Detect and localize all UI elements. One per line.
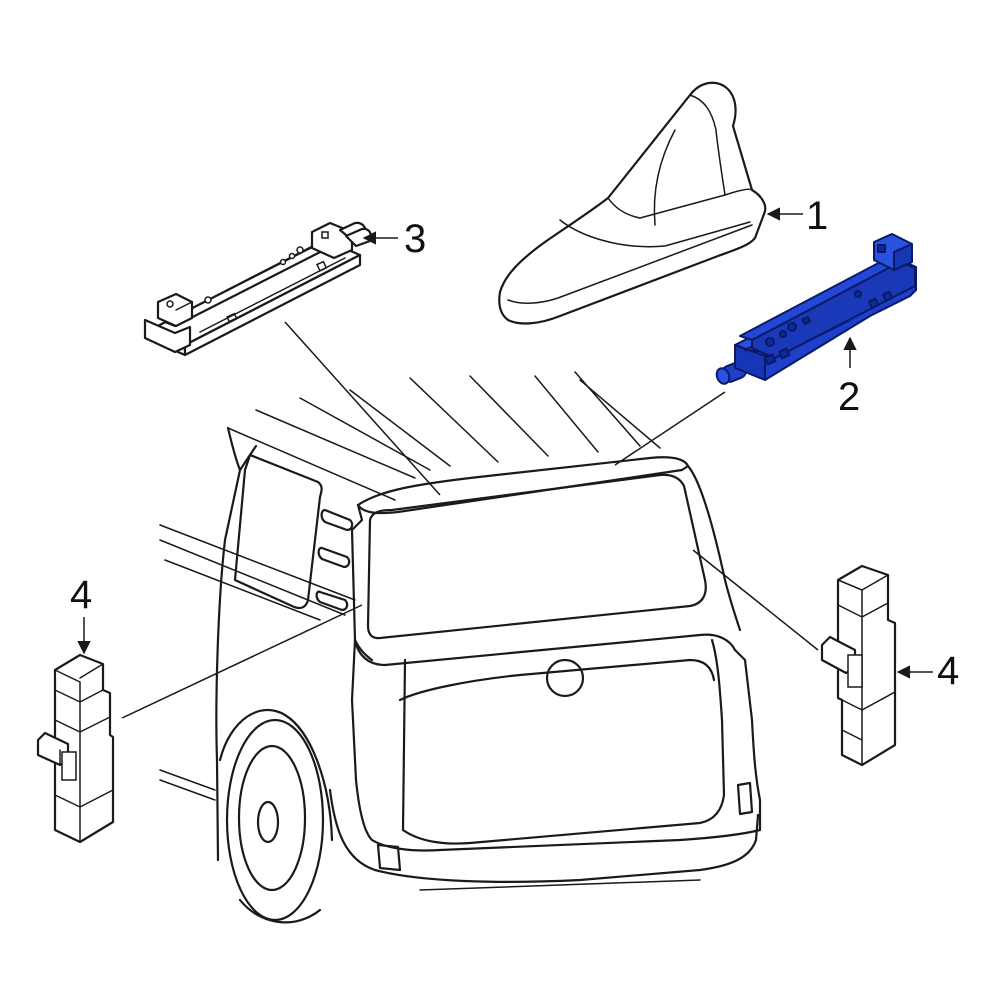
part-1-shark-fin-antenna[interactable] — [498, 81, 767, 325]
part-2-antenna-amplifier[interactable] — [714, 233, 917, 386]
vehicle-rear-illustration — [159, 371, 762, 924]
roof-spoiler — [356, 456, 690, 515]
part-4-module-left[interactable] — [36, 653, 115, 844]
roof-lines — [227, 371, 661, 501]
callout-1[interactable]: 1 — [806, 194, 828, 238]
rear-bumper — [328, 788, 760, 883]
callout-4-left[interactable]: 4 — [70, 573, 92, 617]
rear-wheel — [218, 709, 334, 924]
part-4-module-right[interactable] — [820, 564, 897, 767]
leader-part-4-right — [692, 549, 819, 651]
callout-2[interactable]: 2 — [838, 375, 860, 419]
liftgate — [350, 633, 762, 852]
callout-4-right[interactable]: 4 — [937, 649, 959, 693]
callout-3[interactable]: 3 — [404, 217, 426, 261]
leader-part-3 — [284, 321, 441, 496]
brand-badge — [545, 658, 585, 698]
callout-arrows — [77, 207, 933, 679]
leader-part-4-left — [121, 604, 363, 719]
part-3-antenna-amplifier[interactable] — [143, 221, 373, 357]
callout-labels: 1 2 3 4 4 — [70, 194, 959, 693]
rear-window — [366, 473, 707, 640]
vehicle-body-side — [159, 426, 374, 862]
leader-part-2 — [614, 391, 726, 466]
leader-lines — [121, 321, 819, 719]
